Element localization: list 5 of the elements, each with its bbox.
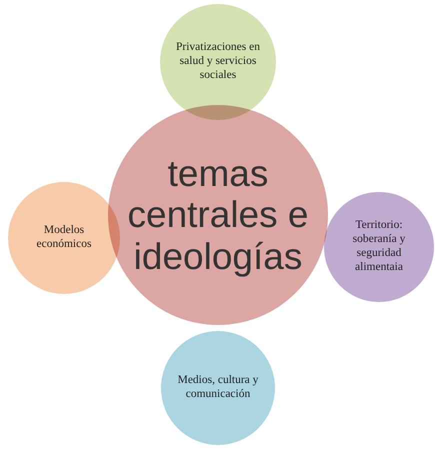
topic-text: Modelos económicos [36, 224, 92, 252]
topic-text: Privatizaciones en salud y servicios sociales [175, 41, 261, 83]
topic-text: Territorio: soberanía y seguridad alimentaia [352, 219, 406, 275]
topic-text: Medios, cultura y comunicación [176, 374, 260, 402]
central-topic-text: temas centrales e ideologías [126, 152, 310, 278]
